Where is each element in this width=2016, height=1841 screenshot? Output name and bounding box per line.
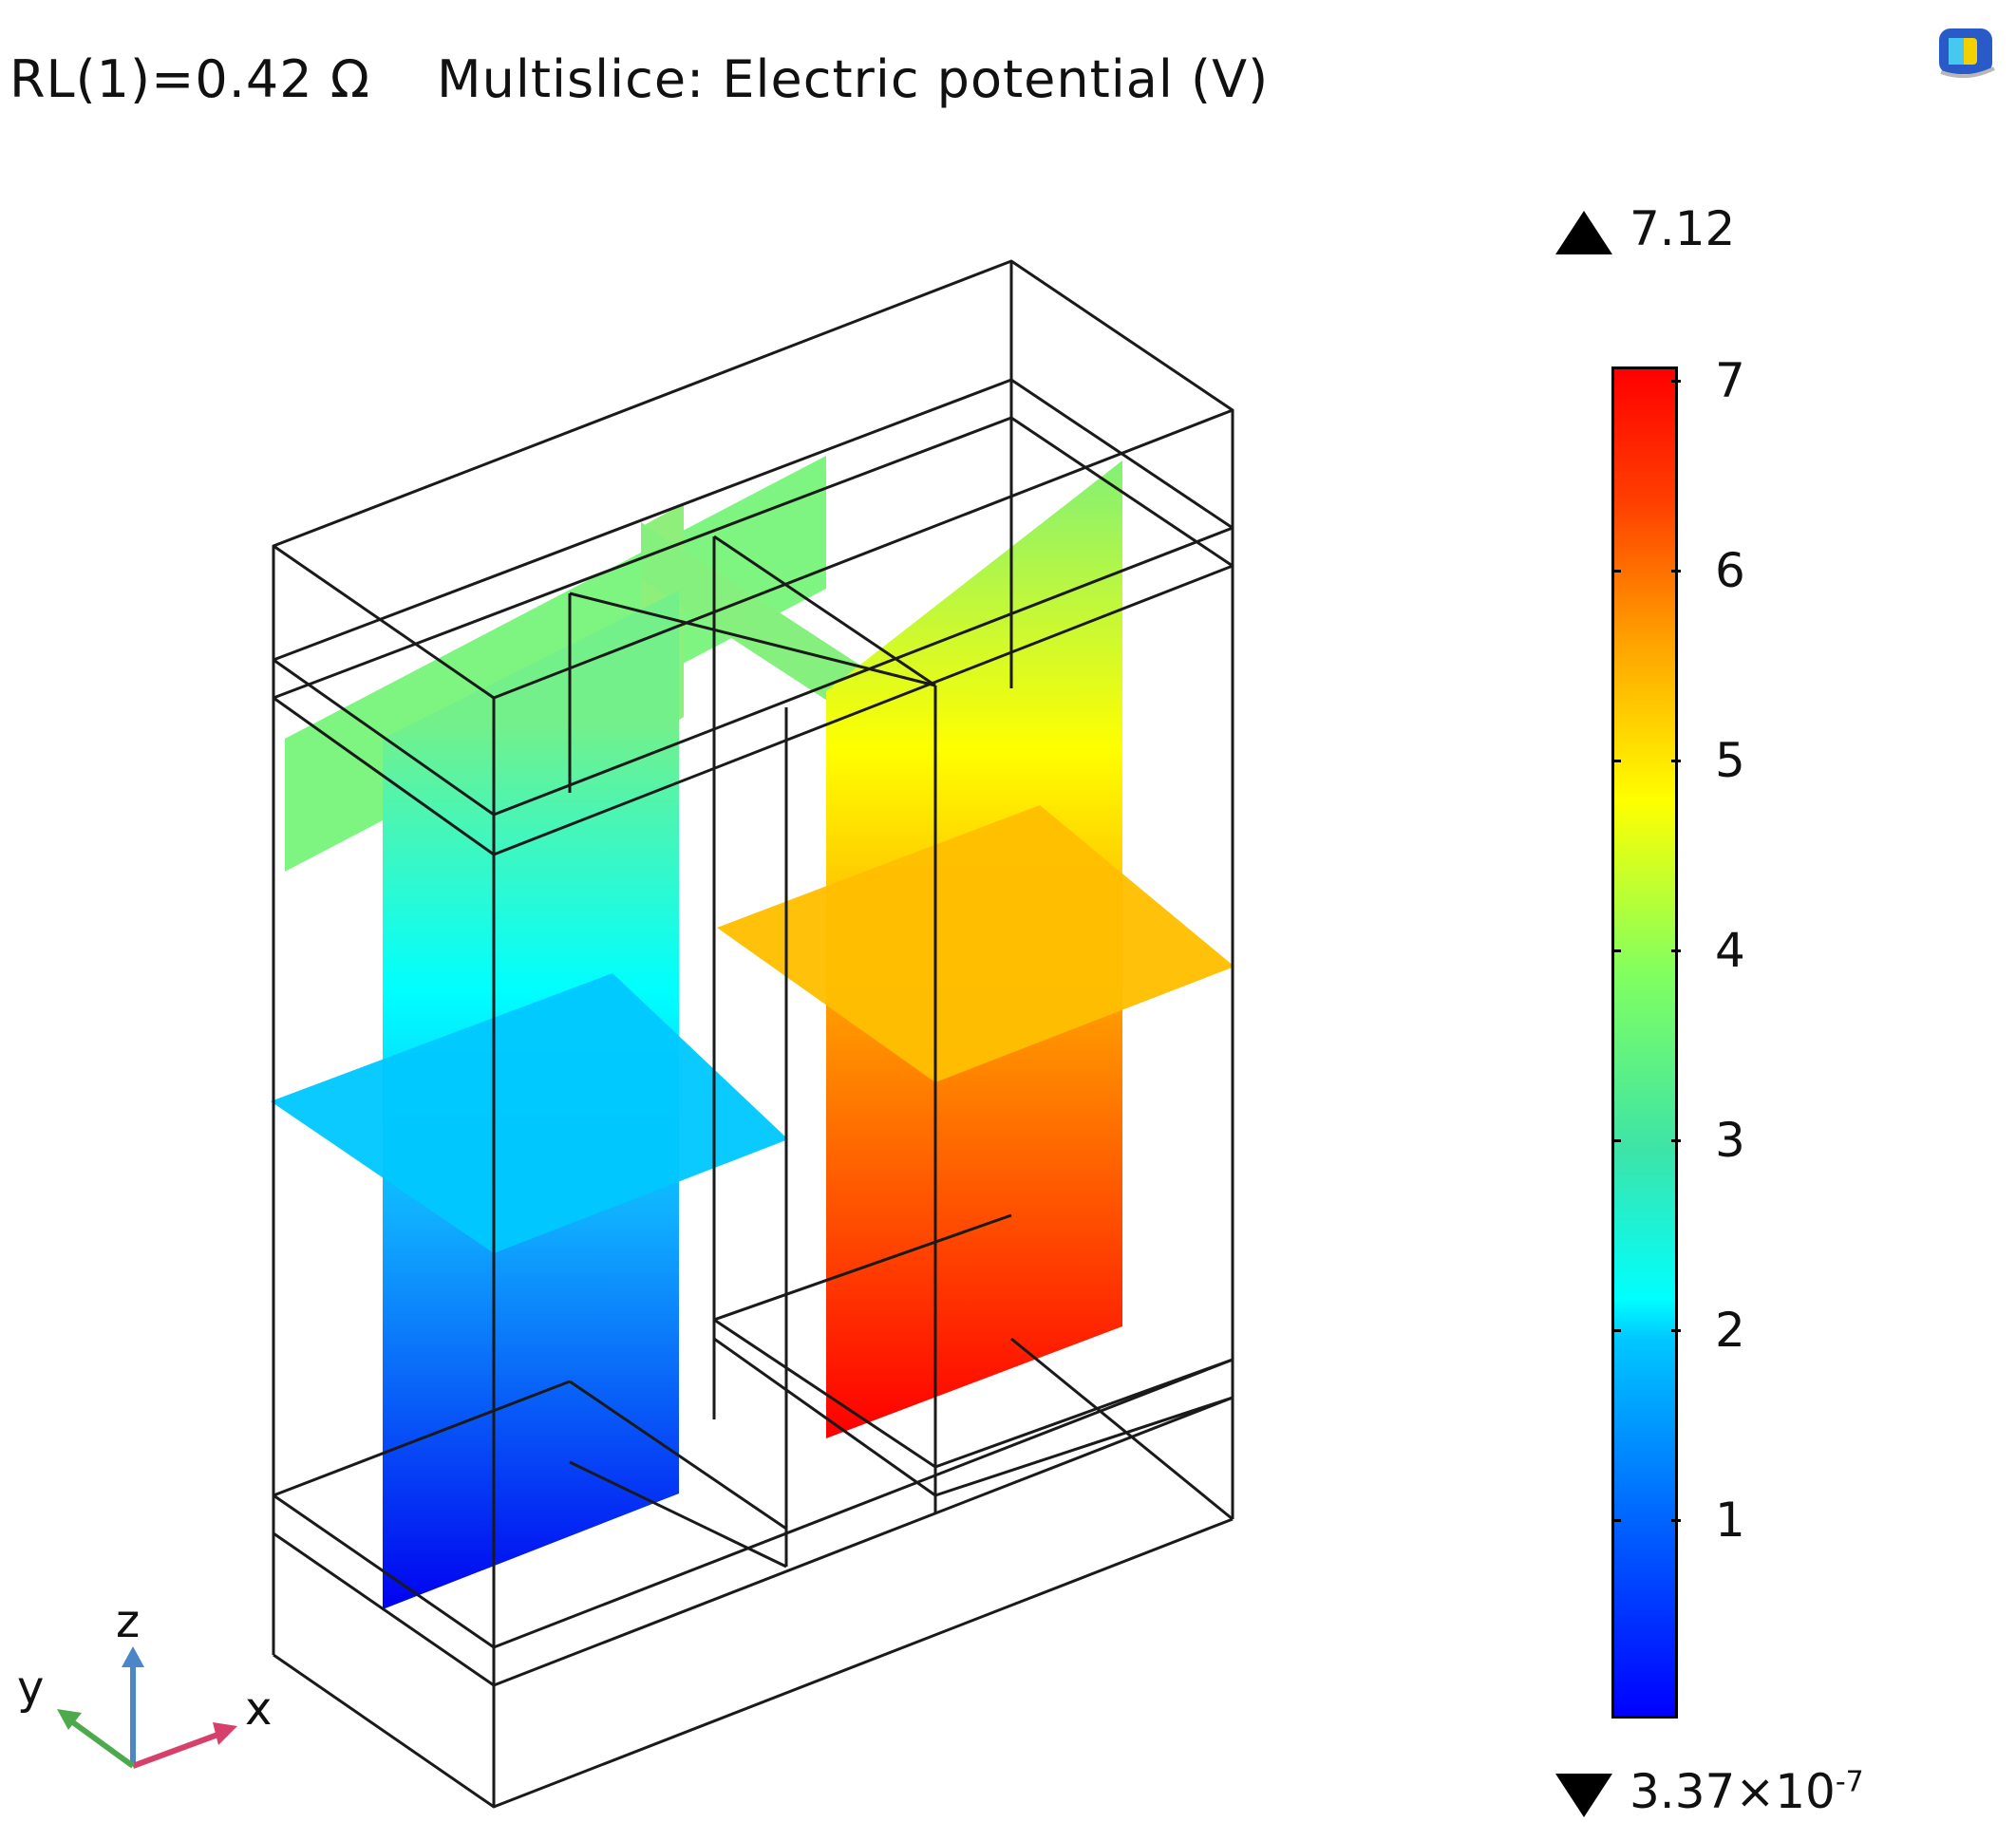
colorbar-min-exponent: -7 <box>1835 1765 1864 1799</box>
x-axis-arrowhead <box>213 1722 237 1745</box>
tick-mark <box>1611 1139 1621 1142</box>
y-axis-arrowhead <box>57 1709 82 1730</box>
tick-mark <box>1671 1329 1681 1332</box>
z-axis-label: z <box>116 1595 141 1648</box>
colorbar <box>1611 366 1678 1719</box>
plot-header: RL(1)=0.42 Ω Multislice: Electric potenti… <box>9 49 1269 109</box>
tick-label-3: 3 <box>1715 1113 1745 1168</box>
tick-label-1: 1 <box>1715 1493 1745 1548</box>
colorbar-min: 3.37×10-7 <box>1555 1764 1864 1819</box>
tick-mark <box>1671 1519 1681 1522</box>
tick-label-2: 2 <box>1715 1303 1745 1358</box>
slice-right-horizontal <box>717 805 1234 1082</box>
min-arrow-icon <box>1555 1773 1612 1817</box>
tick-label-6: 6 <box>1715 543 1745 598</box>
colorbar-max-value: 7.12 <box>1630 201 1736 256</box>
max-arrow-icon <box>1555 210 1612 254</box>
z-axis-arrowhead <box>122 1646 144 1667</box>
tick-mark <box>1671 380 1681 383</box>
slice-back-strip <box>641 522 859 722</box>
geometry-wireframe <box>272 259 1234 1809</box>
colorbar-max: 7.12 <box>1555 201 1735 256</box>
tick-mark <box>1611 760 1621 762</box>
axis-triad <box>57 1646 237 1769</box>
y-axis-label: y <box>17 1662 45 1715</box>
colorbar-min-times: ×10 <box>1735 1764 1836 1819</box>
tick-label-4: 4 <box>1715 923 1745 978</box>
tick-mark <box>1611 949 1621 952</box>
colorbar-min-mantissa: 3.37 <box>1630 1764 1736 1819</box>
y-axis-arrow <box>68 1718 135 1769</box>
tick-label-7: 7 <box>1715 353 1745 408</box>
tick-mark <box>1611 1329 1621 1332</box>
tick-mark <box>1611 1519 1621 1522</box>
tick-mark <box>1671 1139 1681 1142</box>
resistance-label: RL(1)=0.42 Ω <box>9 49 371 109</box>
tick-mark <box>1611 570 1621 573</box>
tick-mark <box>1671 570 1681 573</box>
tick-mark <box>1671 949 1681 952</box>
slice-left-horizontal <box>271 973 788 1253</box>
tick-mark <box>1671 760 1681 762</box>
x-axis-arrow <box>131 1731 222 1769</box>
tick-label-5: 5 <box>1715 733 1745 788</box>
app-icon[interactable] <box>1935 21 1998 84</box>
x-axis-label: x <box>245 1682 273 1736</box>
plot-title: Multislice: Electric potential (V) <box>437 49 1270 109</box>
